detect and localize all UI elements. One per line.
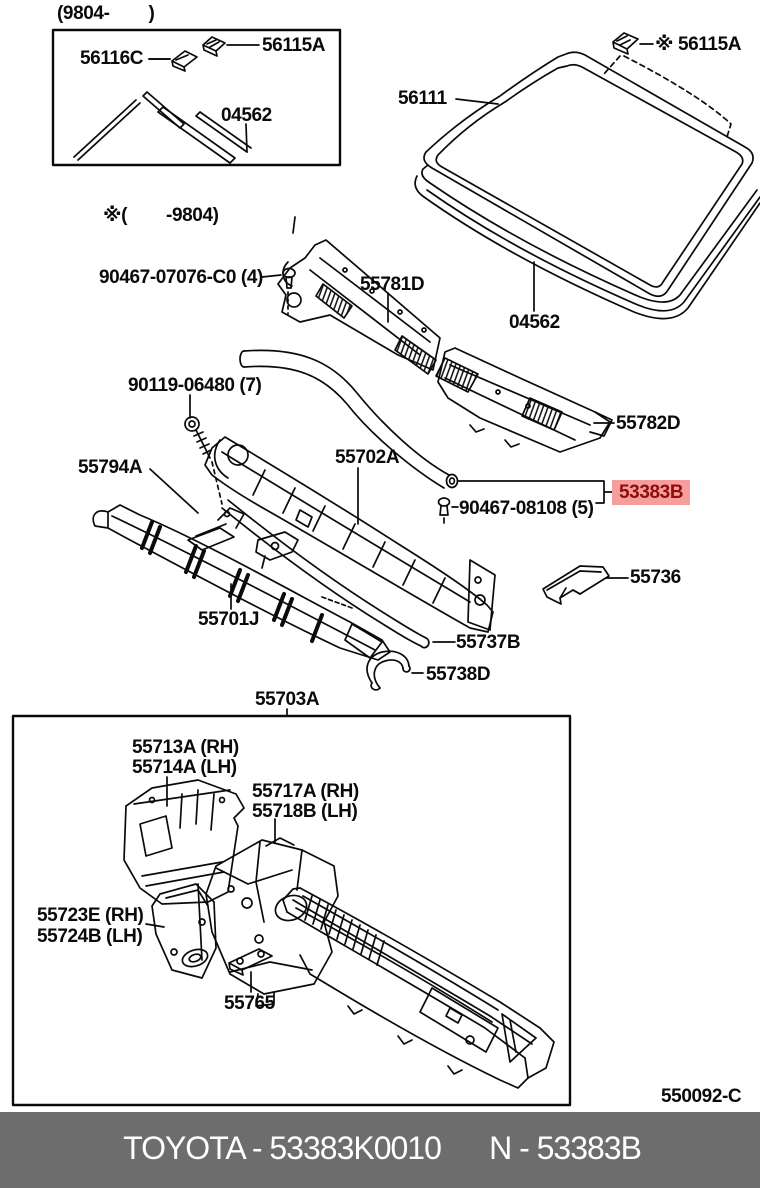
cowl-louver-right-drawing: [435, 347, 615, 453]
part-label-55794A[interactable]: 55794A: [78, 457, 143, 478]
cowl-louver-left-drawing: [261, 239, 441, 375]
cowl-panel-outer-drawing: [92, 504, 391, 661]
part-label-55738D[interactable]: 55738D: [426, 664, 491, 685]
footer-part-number: N - 53383B: [489, 1130, 642, 1167]
part-label-55781D[interactable]: 55781D: [360, 274, 425, 295]
part-label-55713A[interactable]: 55713A (RH): [132, 737, 239, 758]
bolt-90119-drawing: [184, 394, 223, 505]
part-label-note-9804-earlier: ※( -9804): [103, 205, 219, 226]
part-label-note-9804-later: (9804- ): [57, 3, 155, 24]
part-label-55702A[interactable]: 55702A: [335, 447, 400, 468]
part-label-90467-08108[interactable]: 90467-08108 (5): [459, 498, 594, 519]
cowl-assembly-box: [11, 714, 572, 1107]
windshield-moulding-drawing: [414, 164, 760, 320]
bracket-55794A-drawing: [149, 468, 245, 551]
part-label-55703A[interactable]: 55703A: [255, 689, 320, 710]
part-label-55718B[interactable]: 55718B (LH): [252, 801, 358, 822]
part-label-04562-inset[interactable]: 04562: [221, 105, 272, 126]
part-label-90119-06480[interactable]: 90119-06480 (7): [128, 375, 262, 396]
part-label-53383B[interactable]: 53383B: [612, 480, 691, 505]
part-label-56115A-inset[interactable]: 56115A: [262, 35, 326, 56]
cowl-panel-inner-drawing: [204, 436, 496, 633]
part-label-55737B[interactable]: 55737B: [456, 632, 521, 653]
footer-banner: TOYOTA - 53383K0010 N - 53383B: [0, 1112, 760, 1188]
part-label-56116C[interactable]: 56116C: [80, 48, 144, 69]
washer-hose-53383B-drawing: [239, 349, 613, 524]
part-label-55782D[interactable]: 55782D: [616, 413, 681, 434]
part-label-55701J[interactable]: 55701J: [198, 609, 260, 630]
part-label-56111[interactable]: 56111: [398, 88, 447, 109]
part-label-55717A[interactable]: 55717A (RH): [252, 781, 359, 802]
drain-hose-drawing: [221, 499, 456, 691]
part-label-55723E[interactable]: 55723E (RH): [37, 905, 144, 926]
windshield-glass-drawing: [423, 32, 754, 298]
bracket-55736-drawing: [542, 565, 629, 605]
part-label-55765[interactable]: 55765: [224, 993, 275, 1014]
footer-catalog-number: TOYOTA - 53383K0010: [123, 1130, 442, 1167]
part-label-55736[interactable]: 55736: [630, 567, 681, 588]
part-label-56115A-main[interactable]: ※ 56115A: [655, 34, 742, 55]
part-label-04562-main[interactable]: 04562: [509, 312, 560, 333]
part-label-55714A[interactable]: 55714A (LH): [132, 757, 237, 778]
part-label-55724B[interactable]: 55724B (LH): [37, 926, 143, 947]
part-label-figure-code: 550092-C: [661, 1086, 742, 1107]
part-label-90467-07076-C0[interactable]: 90467-07076-C0 (4): [99, 267, 263, 288]
